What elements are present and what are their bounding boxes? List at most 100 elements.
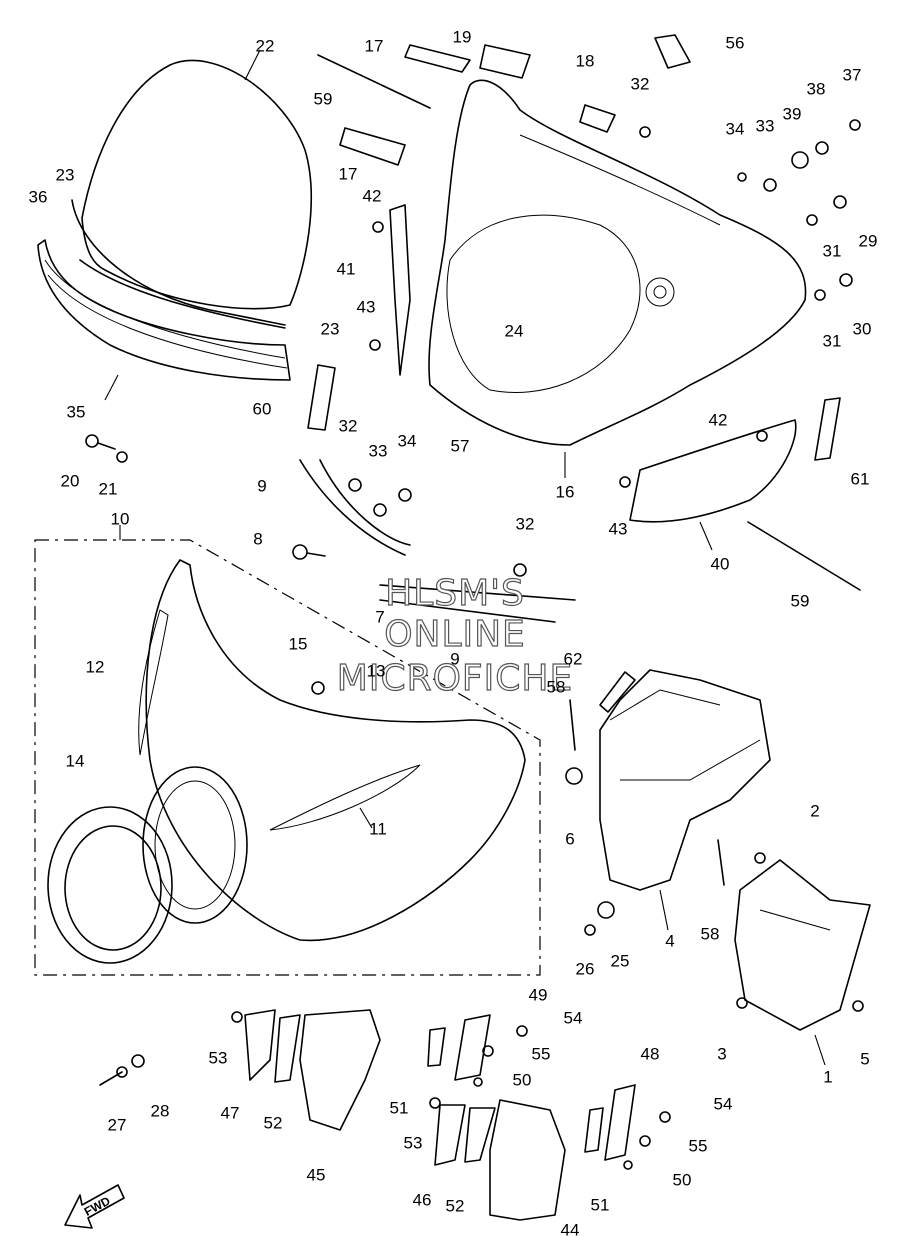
callout-number: 32: [516, 514, 535, 533]
callout-number: 19: [453, 27, 472, 46]
callout-number: 42: [363, 186, 382, 205]
callout-number: 14: [66, 751, 85, 770]
callout-number: 12: [86, 657, 105, 676]
callout-number: 25: [611, 951, 630, 970]
callout-number: 48: [641, 1044, 660, 1063]
callout-number: 61: [851, 469, 870, 488]
callout-number: 50: [673, 1170, 692, 1189]
callout-number: 51: [591, 1195, 610, 1214]
bracket: [734, 859, 871, 1066]
watermark-line-1: HLSM'S: [385, 573, 525, 614]
callout-number: 23: [321, 319, 340, 338]
callout-number: 5: [860, 1049, 869, 1068]
callout-number: 7: [375, 607, 384, 626]
trim-strip: [71, 199, 286, 329]
callout-number: 11: [369, 819, 387, 838]
frame-stay: [599, 669, 771, 931]
watermark-line-2: ONLINE: [384, 614, 526, 655]
callout-number: 24: [505, 321, 524, 340]
callout-number: 38: [807, 79, 826, 98]
main-cowling: [138, 559, 526, 942]
inner-fairing-panel: [428, 79, 807, 478]
callout-number: 54: [714, 1094, 733, 1113]
callout-number: 43: [357, 297, 376, 316]
callout-number: 33: [369, 441, 388, 460]
callout-number: 10: [111, 509, 130, 528]
forward-direction-arrow: FWD: [64, 1184, 125, 1229]
callout-number: 4: [665, 931, 674, 950]
callout-number: 34: [726, 119, 745, 138]
fwd-label: FWD: [82, 1194, 113, 1219]
callout-number: 23: [56, 165, 75, 184]
callout-number: 34: [398, 431, 417, 450]
callout-number: 27: [108, 1115, 127, 1134]
callout-number: 28: [151, 1101, 170, 1120]
fasteners: [85, 119, 864, 1170]
callout-number: 59: [314, 89, 333, 108]
callout-number: 16: [556, 482, 575, 501]
callout-number: 53: [404, 1133, 423, 1152]
callout-number: 47: [221, 1103, 240, 1122]
lower-panel: [389, 204, 797, 551]
callout-number: 37: [843, 65, 862, 84]
callout-number: 46: [413, 1190, 432, 1209]
callout-number: 1: [823, 1067, 832, 1086]
callout-number: 54: [564, 1008, 583, 1027]
callout-number: 18: [576, 51, 595, 70]
callout-number: 30: [853, 319, 872, 338]
callout-number: 31: [823, 241, 842, 260]
callout-number: 42: [709, 410, 728, 429]
callout-number: 29: [859, 231, 878, 250]
side-covers: [244, 1009, 566, 1221]
callout-number: 35: [67, 402, 86, 421]
bracket-arms: [427, 1014, 636, 1161]
watermark-line-3: MICROFICHE: [337, 658, 573, 699]
windscreen: [81, 49, 312, 310]
callout-number: 8: [253, 529, 262, 548]
callout-number: 9: [257, 476, 266, 495]
callout-number: 39: [783, 104, 802, 123]
callout-number: 17: [339, 164, 358, 183]
callout-number: 56: [726, 33, 745, 52]
callout-number: 55: [689, 1136, 708, 1155]
callout-number: 58: [701, 924, 720, 943]
callout-number: 15: [289, 634, 308, 653]
callout-number: 41: [337, 259, 356, 278]
callout-number: 50: [513, 1070, 532, 1089]
callout-number: 33: [756, 116, 775, 135]
callout-number: 44: [561, 1220, 580, 1237]
callout-number: 2: [810, 801, 819, 820]
callout-number: 32: [339, 416, 358, 435]
stays: [299, 459, 576, 623]
callout-number: 60: [253, 399, 272, 418]
callout-number: 9: [450, 649, 459, 668]
callout-number: 53: [209, 1048, 228, 1067]
callout-number: 52: [264, 1113, 283, 1132]
headlight-bezel: [47, 766, 248, 964]
callout-number: 26: [576, 959, 595, 978]
callout-number: 51: [390, 1098, 409, 1117]
callout-number: 49: [529, 985, 548, 1004]
callout-number: 6: [565, 829, 574, 848]
callout-number: 40: [711, 554, 730, 573]
assembly-boundary: [34, 539, 541, 976]
callout-number: 59: [791, 591, 810, 610]
watermark: HLSM'S ONLINE MICROFICHE: [336, 572, 573, 699]
callout-number: 3: [717, 1044, 726, 1063]
lower-screen-panel: [37, 239, 291, 401]
pads-and-ties: [307, 34, 861, 886]
callout-number: 20: [61, 471, 80, 490]
callout-number: 57: [451, 436, 470, 455]
callout-number: 55: [532, 1044, 551, 1063]
callout-number: 22: [256, 36, 275, 55]
callout-number: 62: [564, 649, 583, 668]
callout-number: 13: [367, 661, 386, 680]
callout-number: 43: [609, 519, 628, 538]
callout-number: 17: [365, 36, 384, 55]
callout-number: 32: [631, 74, 650, 93]
callout-number: 21: [99, 479, 118, 498]
callout-number: 31: [823, 331, 842, 350]
callout-number: 58: [547, 677, 566, 696]
